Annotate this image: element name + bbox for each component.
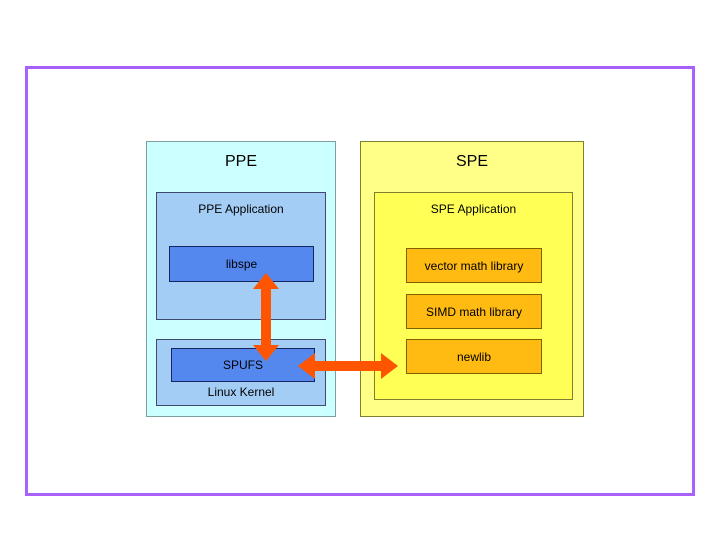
- ppe-application-label: PPE Application: [198, 202, 284, 216]
- newlib-box[interactable]: newlib: [406, 339, 542, 374]
- vector-math-library-label: vector math library: [424, 258, 524, 273]
- linux-kernel-label: Linux Kernel: [207, 385, 275, 399]
- libspe-box[interactable]: libspe: [169, 246, 314, 282]
- simd-math-library-box[interactable]: SIMD math library: [406, 294, 542, 329]
- vector-math-library-box[interactable]: vector math library: [406, 248, 542, 283]
- newlib-label: newlib: [456, 349, 492, 364]
- ppe-title: PPE: [224, 153, 257, 170]
- simd-math-library-label: SIMD math library: [425, 304, 523, 319]
- spufs-to-newlib-arrow-icon: [298, 353, 398, 379]
- libspe-label: libspe: [225, 257, 258, 271]
- libspe-to-spufs-arrow-icon: [253, 273, 279, 361]
- spufs-box[interactable]: SPUFS: [171, 348, 315, 382]
- spe-title: SPE: [455, 153, 488, 170]
- spufs-label: SPUFS: [222, 358, 263, 372]
- spe-application-label: SPE Application: [430, 202, 517, 216]
